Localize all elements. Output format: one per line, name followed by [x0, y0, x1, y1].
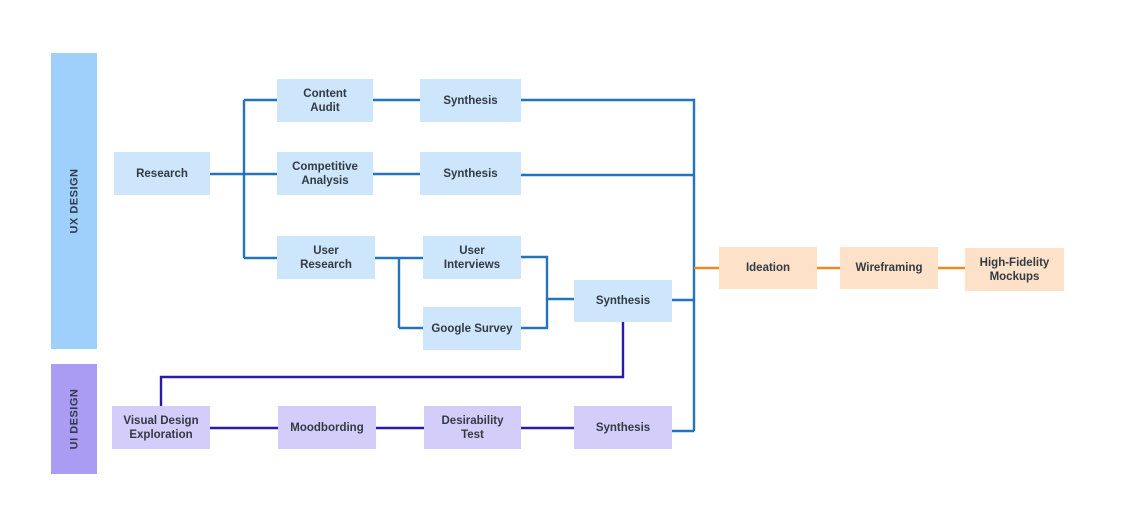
desirability-test-node: Desirability Test: [424, 406, 521, 449]
moodbording-node: Moodbording: [278, 406, 376, 449]
competitive-analysis-node: Competitive Analysis: [277, 152, 373, 195]
user-research-node: User Research: [277, 236, 375, 279]
google-survey-node: Google Survey: [423, 307, 521, 350]
synthesis-content-node: Synthesis: [420, 79, 521, 122]
user-interviews-node: User Interviews: [423, 236, 521, 279]
synthesis-user-node: Synthesis: [574, 280, 672, 322]
ux-design-lane: UX DESIGN: [51, 53, 97, 349]
ideation-node: Ideation: [719, 247, 817, 289]
connector-research-branch: [210, 98, 277, 260]
visual-design-exploration-node: Visual Design Exploration: [112, 406, 210, 449]
ui-design-lane: UI DESIGN: [51, 364, 97, 474]
high-fidelity-mockups-node: High-Fidelity Mockups: [965, 248, 1064, 291]
ui-design-label: UI DESIGN: [68, 388, 81, 450]
connector-user-research-branch: [375, 256, 423, 330]
connector-synthesis-to-visual: [159, 321, 625, 406]
connector-collector: [521, 98, 696, 433]
wireframing-node: Wireframing: [840, 247, 938, 289]
research-node: Research: [114, 152, 210, 195]
connector-interviews-survey-synthesis: [521, 255, 574, 330]
content-audit-node: Content Audit: [277, 79, 373, 122]
ux-design-label: UX DESIGN: [68, 168, 81, 234]
synthesis-competitive-node: Synthesis: [420, 152, 521, 195]
synthesis-ui-node: Synthesis: [574, 406, 672, 449]
